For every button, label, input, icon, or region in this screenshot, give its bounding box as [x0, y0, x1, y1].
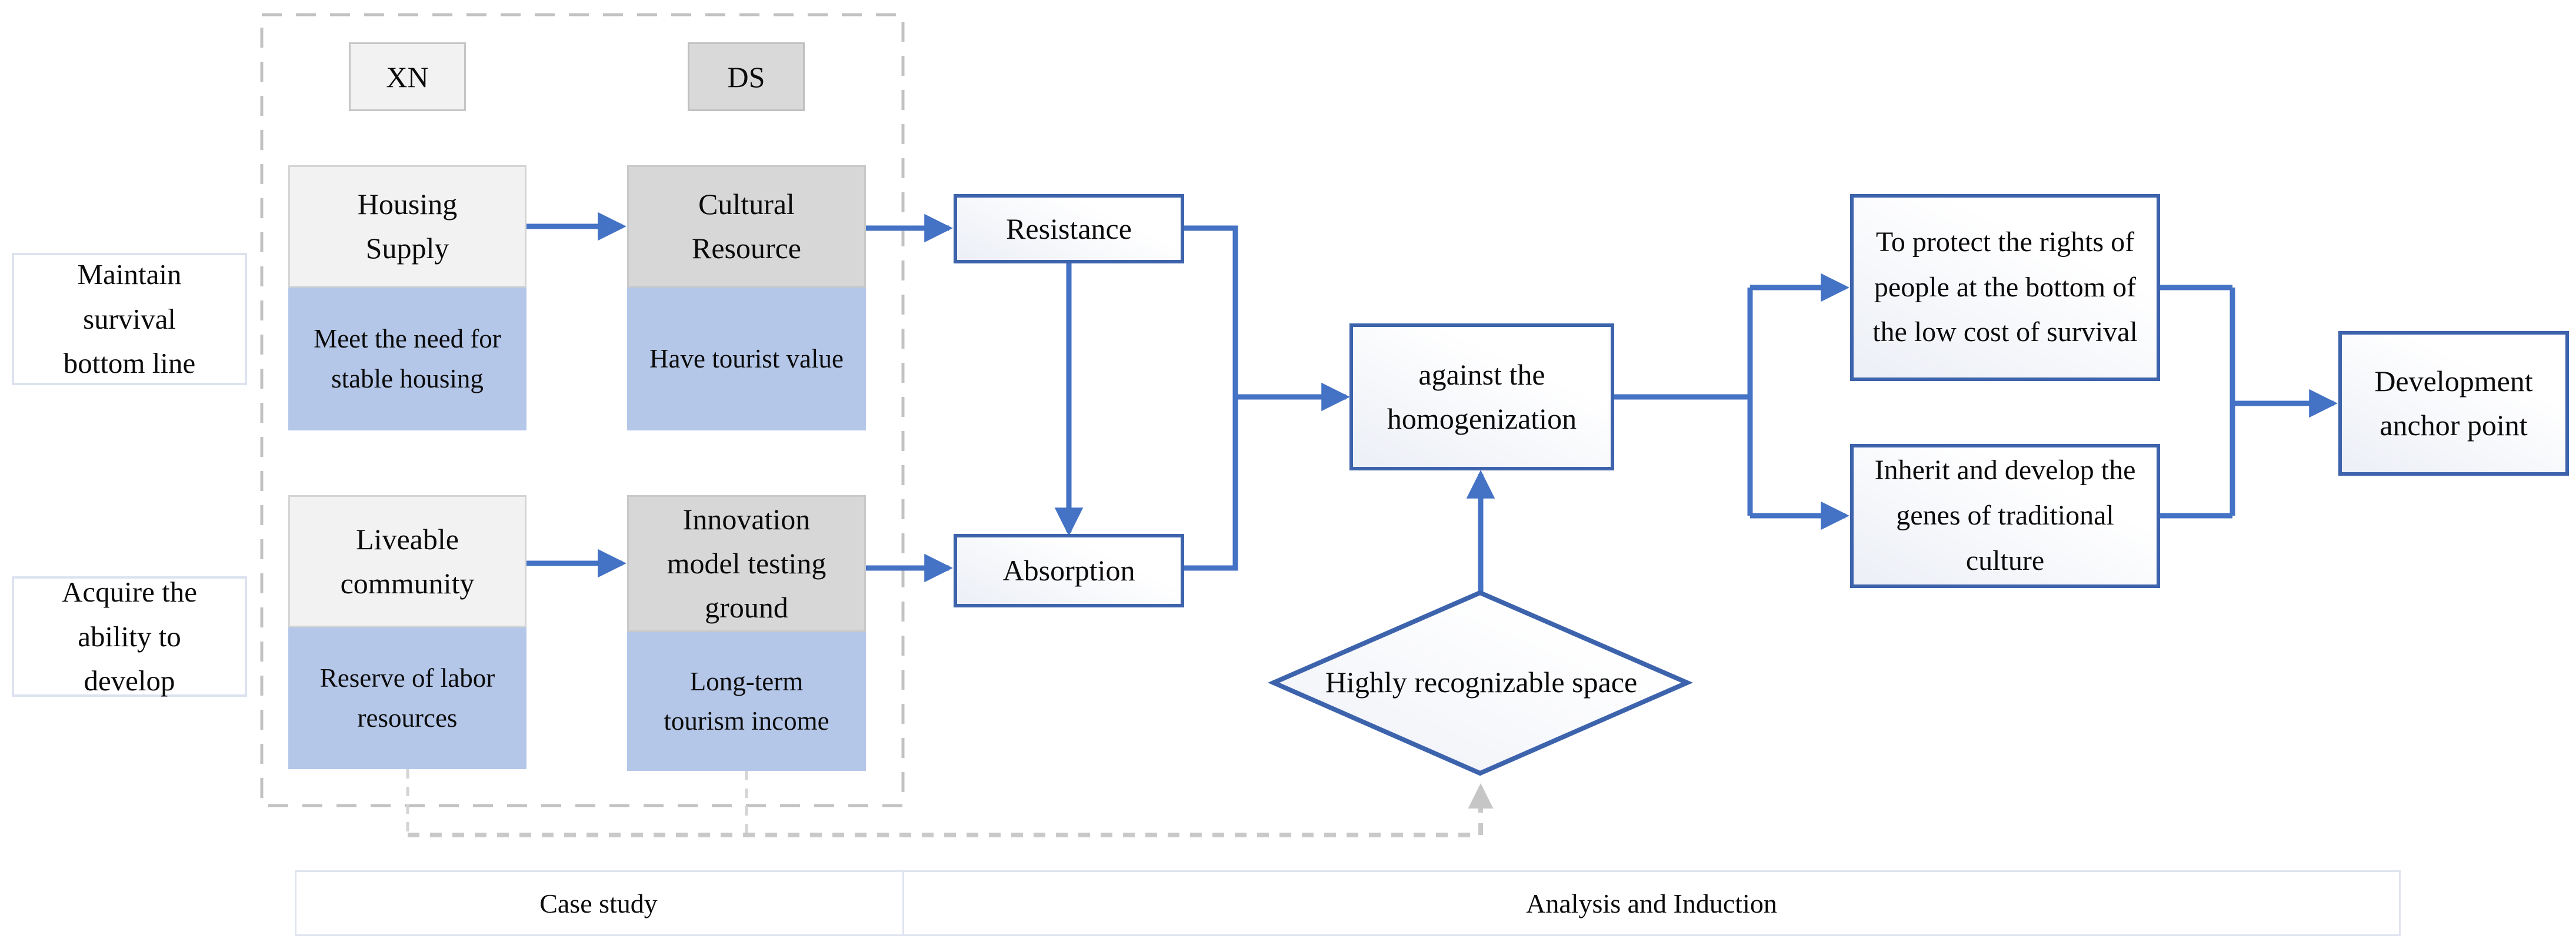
innovation-sub-label: Long-term tourism income	[664, 666, 829, 736]
cultural-sub-box: Have tourist value	[627, 288, 866, 430]
footer-case-study-cell: Case study	[295, 870, 902, 936]
protect-rights-label: To protect the rights of people at the b…	[1872, 226, 2138, 348]
elbow-resistance-to-junction	[1184, 225, 1238, 397]
decision-diamond-label: Highly recognizable space	[1325, 666, 1638, 699]
footer-analysis-label: Analysis and Induction	[1526, 888, 1777, 918]
resistance-label: Resistance	[1006, 212, 1132, 245]
goal-acquire-box: Acquire the ability to develop	[12, 576, 247, 697]
absorption-label: Absorption	[1002, 554, 1135, 587]
housing-supply-label: Housing Supply	[357, 188, 458, 265]
innovation-ground-label: Innovation model testing ground	[667, 503, 827, 624]
tag-ds-label: DS	[727, 60, 765, 93]
inherit-culture-box: Inherit and develop the genes of traditi…	[1850, 444, 2160, 588]
central-homogenization-box: against the homogenization	[1349, 323, 1614, 470]
liveable-sub-box: Reserve of labor resources	[288, 627, 526, 769]
cultural-sub-label: Have tourist value	[649, 343, 844, 373]
protect-rights-box: To protect the rights of people at the b…	[1850, 194, 2160, 381]
footer-divider	[902, 872, 904, 934]
development-anchor-label: Development anchor point	[2374, 365, 2533, 442]
footer-case-study-label: Case study	[539, 888, 658, 918]
inherit-culture-label: Inherit and develop the genes of traditi…	[1874, 455, 2136, 576]
footer-analysis-cell: Analysis and Induction	[902, 870, 2401, 936]
resistance-box: Resistance	[954, 194, 1184, 263]
goal-acquire-label: Acquire the ability to develop	[62, 575, 197, 697]
tag-xn: XN	[349, 42, 466, 111]
liveable-community-box: Liveable community	[288, 495, 526, 627]
liveable-community-label: Liveable community	[340, 522, 475, 600]
innovation-sub-box: Long-term tourism income	[627, 632, 866, 771]
decision-diamond-label-box: Highly recognizable space	[1304, 625, 1659, 740]
elbow-absorption-to-junction	[1184, 397, 1238, 571]
housing-sub-box: Meet the need for stable housing	[288, 288, 526, 430]
cultural-resource-box: Cultural Resource	[627, 165, 866, 288]
liveable-sub-label: Reserve of labor resources	[319, 663, 495, 733]
housing-sub-label: Meet the need for stable housing	[314, 324, 501, 393]
tag-xn-label: XN	[386, 60, 429, 93]
innovation-ground-box: Innovation model testing ground	[627, 495, 866, 632]
cultural-resource-label: Cultural Resource	[691, 188, 802, 265]
goal-maintain-label: Maintain survival bottom line	[63, 258, 196, 380]
goal-maintain-box: Maintain survival bottom line	[12, 253, 247, 385]
absorption-box: Absorption	[954, 534, 1184, 607]
tag-ds: DS	[688, 42, 805, 111]
central-homogenization-label: against the homogenization	[1387, 358, 1577, 435]
footer-bar	[295, 870, 2401, 936]
housing-supply-box: Housing Supply	[288, 165, 526, 288]
development-anchor-box: Development anchor point	[2338, 331, 2569, 476]
